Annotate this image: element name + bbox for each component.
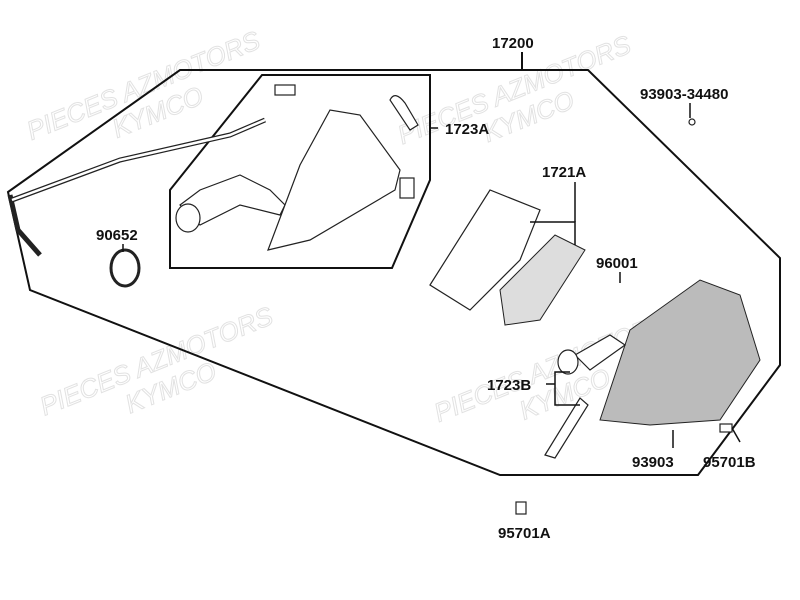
hose-inner — [11, 118, 266, 202]
label-93903-34480: 93903-34480 — [640, 86, 728, 103]
bolt-b — [719, 423, 733, 433]
label-1721a: 1721A — [542, 164, 586, 181]
label-95701a: 95701A — [498, 525, 551, 542]
fitting-part — [274, 84, 296, 96]
filter-element — [499, 234, 586, 326]
duct-b — [574, 334, 627, 371]
filter-frame — [429, 189, 541, 311]
intake-group-outline — [169, 74, 431, 269]
label-1723a: 1723A — [445, 121, 489, 138]
label-90652: 90652 — [96, 227, 138, 244]
duct-b-leader — [554, 371, 580, 406]
label-17200: 17200 — [492, 35, 534, 52]
label-96001: 96001 — [596, 255, 638, 272]
clamp-part — [109, 248, 141, 288]
bolt-b-leader — [731, 427, 741, 443]
small-hose — [389, 95, 419, 131]
assembly-outline — [6, 69, 781, 476]
duct-b-mouth — [557, 349, 579, 375]
bolt-a — [515, 501, 527, 515]
duct-mouth — [175, 203, 201, 233]
duct-b-strip — [544, 397, 589, 459]
label-1723b: 1723B — [487, 377, 531, 394]
air-cleaner-cover — [599, 279, 761, 426]
clip-part — [399, 177, 415, 199]
bolt-top — [688, 118, 696, 126]
air-case-body — [267, 109, 401, 251]
label-95701b: 95701B — [703, 454, 756, 471]
label-93903: 93903 — [632, 454, 674, 471]
